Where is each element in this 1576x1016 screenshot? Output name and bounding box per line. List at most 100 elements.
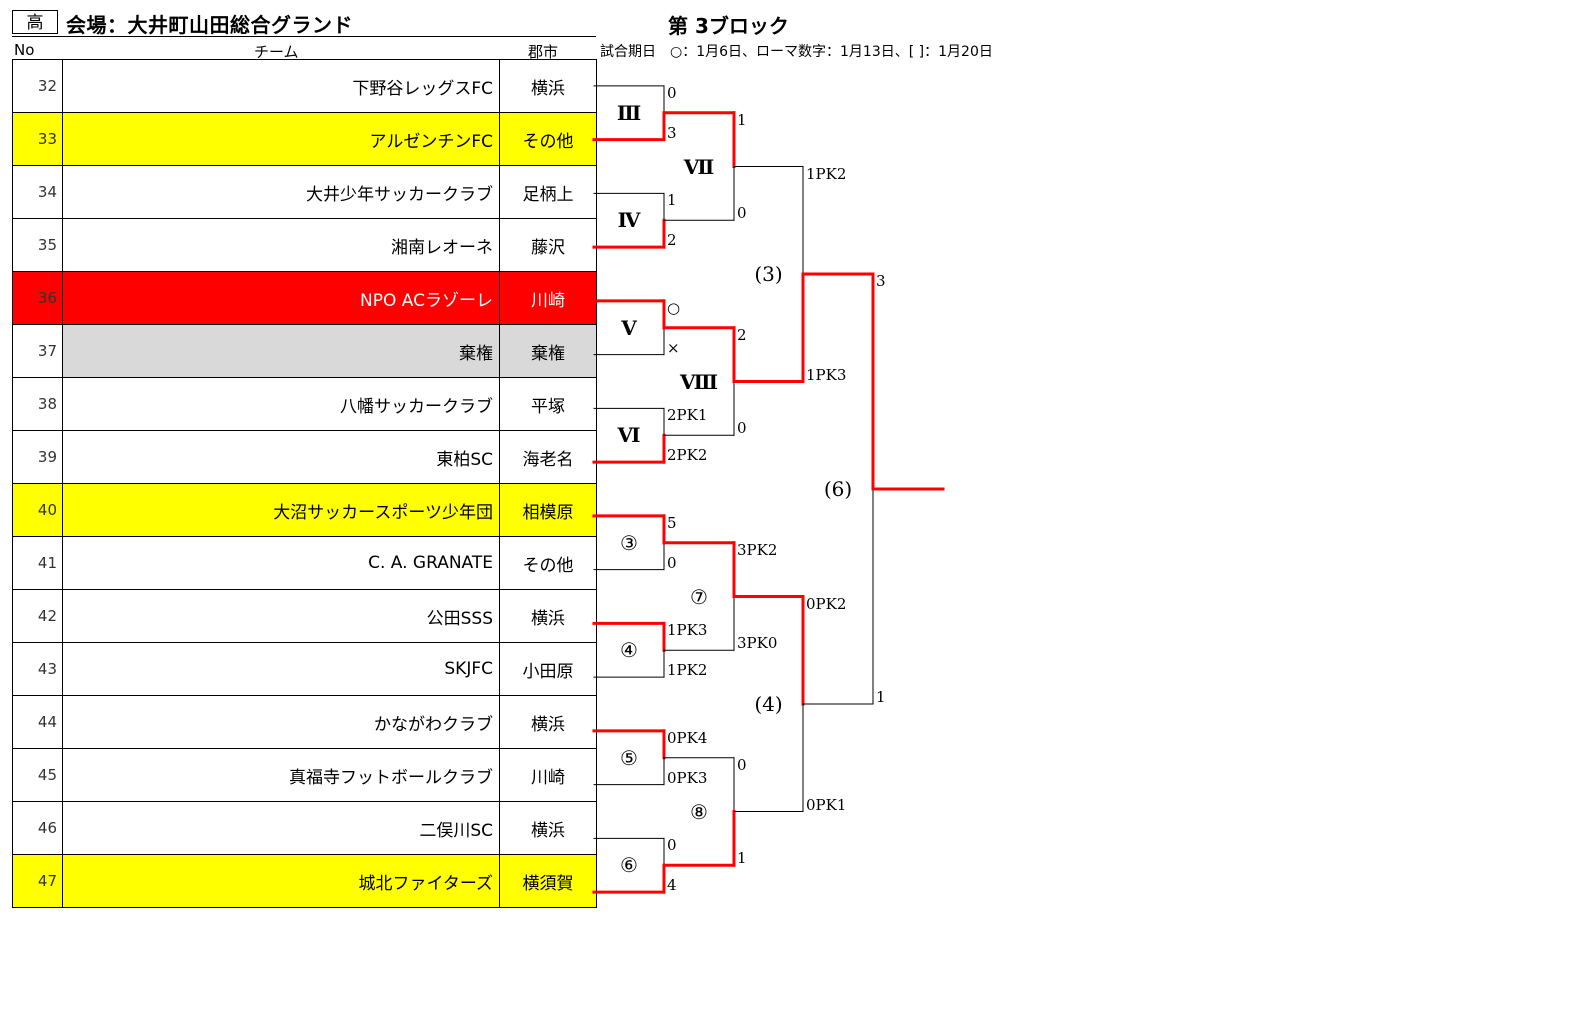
match-label: Ⅲ (616, 100, 642, 125)
match-label: ③ (620, 530, 638, 555)
score-top: 1 (737, 110, 747, 129)
match-label: ⑤ (620, 745, 638, 770)
team-no-cell: 34 (12, 165, 63, 219)
score-top: 0 (667, 83, 677, 102)
score-bottom: 0PK3 (667, 768, 708, 787)
match-label: ⑧ (690, 799, 708, 824)
venue-title: 会場：大井町山田総合グランド (66, 13, 353, 37)
team-no-cell: 44 (12, 695, 63, 749)
score-bottom: 0 (737, 204, 747, 223)
team-city-cell: 横浜 (499, 695, 597, 749)
team-city-cell: 棄権 (499, 324, 597, 378)
match-label: ⑦ (690, 584, 708, 609)
match-label: Ⅳ (617, 208, 641, 233)
match-label: ④ (620, 638, 638, 663)
team-city-cell: 海老名 (499, 430, 597, 484)
team-name-cell: かながわクラブ (62, 695, 500, 749)
score-top: 5 (667, 513, 677, 532)
team-city-cell: その他 (499, 536, 597, 590)
team-city-cell: 足柄上 (499, 165, 597, 219)
score-bottom: 2 (667, 231, 677, 250)
match-label: Ⅵ (617, 423, 641, 448)
team-no-cell: 39 (12, 430, 63, 484)
score-bottom: 1PK2 (667, 661, 708, 680)
score-top: 1 (667, 191, 677, 210)
team-no-cell: 42 (12, 589, 63, 643)
match-label: ⑥ (620, 853, 638, 878)
team-city-cell: 横浜 (499, 801, 597, 855)
score-top: 0PK2 (806, 594, 847, 613)
match-label: (6) (823, 477, 853, 501)
score-bottom: 4 (667, 876, 677, 895)
score-bottom: 0 (737, 419, 747, 438)
score-top: 0 (737, 755, 747, 774)
team-name-cell: C. A. GRANATE (62, 536, 500, 590)
team-city-cell: 川崎 (499, 271, 597, 325)
team-name-cell: 公田SSS (62, 589, 500, 643)
team-city-cell: その他 (499, 112, 597, 166)
team-name-cell: 大沼サッカースポーツ少年団 (62, 483, 500, 537)
column-header-team: チーム (254, 43, 299, 61)
score-top: 1PK2 (806, 164, 847, 183)
team-name-cell: 大井少年サッカークラブ (62, 165, 500, 219)
score-top: ○ (667, 298, 681, 317)
team-city-cell: 平塚 (499, 377, 597, 431)
team-no-cell: 46 (12, 801, 63, 855)
grade-badge: 高 (12, 10, 58, 34)
team-no-cell: 41 (12, 536, 63, 590)
score-bottom: 1PK3 (806, 365, 847, 384)
column-header-city: 郡市 (528, 43, 559, 61)
score-top: 1PK3 (667, 621, 708, 640)
team-name-cell: 湘南レオーネ (62, 218, 500, 272)
score-top: 3PK2 (737, 540, 778, 559)
score-top: 3 (876, 272, 886, 290)
team-no-cell: 37 (12, 324, 63, 378)
team-city-cell: 川崎 (499, 748, 597, 802)
score-bottom: 0PK1 (806, 795, 847, 814)
score-bottom: 1 (876, 688, 886, 706)
team-city-cell: 横浜 (499, 589, 597, 643)
team-name-cell: 城北ファイターズ (62, 854, 500, 908)
team-name-cell: NPO ACラゾーレ (62, 271, 500, 325)
team-name-cell: 八幡サッカークラブ (62, 377, 500, 431)
match-label: Ⅶ (683, 154, 715, 179)
team-name-cell: 東柏SC (62, 430, 500, 484)
score-top: 2PK1 (667, 406, 708, 425)
column-header-no: No (14, 41, 35, 59)
match-label: (4) (754, 692, 783, 716)
block-title: 第 3ブロック (668, 14, 789, 38)
score-bottom: 1 (737, 849, 747, 868)
team-name-cell: 二俣川SC (62, 801, 500, 855)
match-label: (3) (754, 262, 783, 286)
match-label: Ⅷ (680, 369, 718, 394)
header-divider (12, 36, 596, 37)
score-bottom: 2PK2 (667, 446, 708, 465)
score-bottom: 0 (667, 553, 677, 572)
team-no-cell: 36 (12, 271, 63, 325)
team-city-cell: 相模原 (499, 483, 597, 537)
schedule-note: 試合期日 ○：1月6日、ローマ数字：1月13日、[ ]：1月20日 (600, 44, 993, 60)
score-bottom: × (667, 338, 680, 357)
score-bottom: 3 (667, 123, 677, 142)
team-no-cell: 35 (12, 218, 63, 272)
score-top: 0PK4 (667, 728, 708, 747)
score-bottom: 3PK0 (737, 634, 778, 653)
team-no-cell: 45 (12, 748, 63, 802)
score-top: 0 (667, 836, 677, 855)
score-top: 2 (737, 325, 747, 344)
team-city-cell: 横須賀 (499, 854, 597, 908)
match-label: Ⅴ (621, 315, 637, 340)
